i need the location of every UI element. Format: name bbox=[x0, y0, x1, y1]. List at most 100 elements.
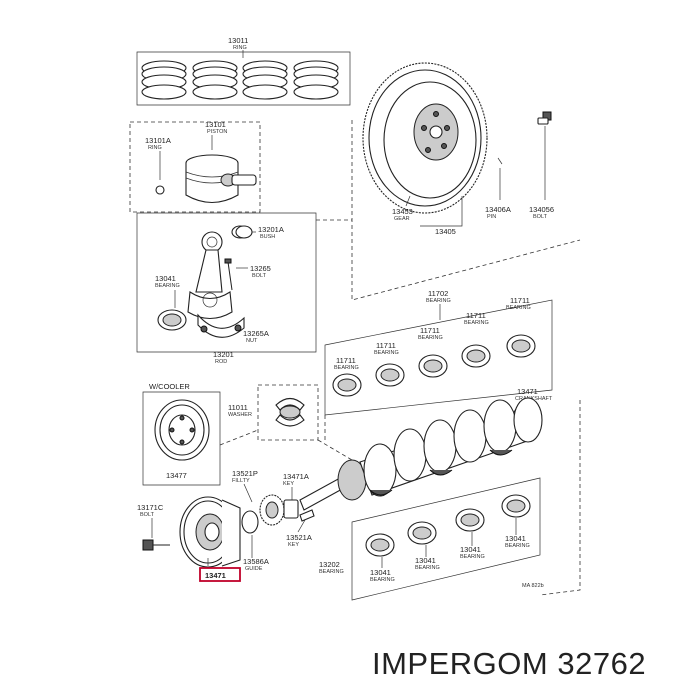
lower-bearing-1-name: BEARING bbox=[319, 569, 344, 575]
bearing-shell-icon bbox=[332, 334, 536, 397]
rod-body bbox=[187, 231, 233, 320]
flywheel-bolt-icon bbox=[537, 111, 552, 125]
washer-name: WASHER bbox=[228, 412, 252, 418]
ring-set-group: 13011 RING bbox=[136, 36, 351, 106]
product-caption: IMPERGOM 32762 bbox=[372, 646, 692, 686]
crankshaft-group: 13471 CRANKSHAFT bbox=[299, 387, 553, 511]
pulley-bolt-name: BOLT bbox=[140, 512, 155, 518]
pin-name: PIN bbox=[487, 214, 496, 220]
rod-number: 13201 bbox=[213, 350, 234, 359]
piston-pin-clip bbox=[155, 185, 165, 195]
thrust-washer-icon bbox=[275, 397, 305, 427]
guide-number: 13586A bbox=[243, 557, 269, 566]
piston-name: PISTON bbox=[207, 129, 227, 135]
upper-bearing-4-number: 11711 bbox=[420, 326, 440, 335]
bush-number: 13201A bbox=[258, 225, 284, 234]
rod-bearing-name: BEARING bbox=[155, 283, 180, 289]
upper-bearing-5-name: BEARING bbox=[374, 350, 399, 356]
crank-pulley-icon bbox=[179, 496, 241, 568]
ring-a-name: RING bbox=[148, 145, 162, 151]
cooler-pulley-number: 13477 bbox=[166, 471, 187, 480]
upper-bearing-1-name: BEARING bbox=[426, 298, 451, 304]
upper-bearing-6-name: BEARING bbox=[334, 365, 359, 371]
rod-bolt-name: BOLT bbox=[252, 273, 267, 279]
upper-bearing-2-number: 11711 bbox=[510, 296, 530, 305]
rod-nut-name: NUT bbox=[246, 338, 258, 344]
piston-ring-3 bbox=[242, 60, 288, 100]
piston-number: 13101 bbox=[205, 120, 226, 129]
flywheel-group: 13453 GEAR 13405 13406A PIN 134056 BOLT bbox=[351, 62, 581, 301]
lower-bearing-4-number: 13041 bbox=[460, 545, 481, 554]
key-number: 13471A bbox=[283, 472, 309, 481]
upper-bearing-5-number: 11711 bbox=[376, 341, 396, 350]
upper-bearing-2-name: BEARING bbox=[506, 305, 531, 311]
guide-name: GUIDE bbox=[245, 566, 263, 572]
rod-bearing-icon bbox=[157, 309, 187, 331]
washer-number: 11011 bbox=[228, 403, 248, 412]
part-number: 32762 bbox=[557, 646, 647, 681]
lower-bearing-shell-icon bbox=[365, 494, 531, 557]
lower-bearing-1-number: 13202 bbox=[319, 560, 340, 569]
guide-ring-icon bbox=[241, 510, 259, 534]
upper-bearing-3-name: BEARING bbox=[464, 320, 489, 326]
ring-set-name: RING bbox=[233, 45, 247, 51]
diagram-code: MA 822b bbox=[522, 583, 544, 589]
ring-set-number: 13011 bbox=[228, 36, 248, 45]
crankshaft-number: 13471 bbox=[517, 387, 538, 396]
rod-bolt-number: 13265 bbox=[250, 264, 271, 273]
woodruff-key-icon bbox=[299, 509, 315, 522]
bush-name: BUSH bbox=[260, 234, 275, 240]
piston-ring-4 bbox=[293, 60, 339, 100]
ring-a-number: 13101A bbox=[145, 136, 171, 145]
piston-ring-1 bbox=[141, 60, 187, 100]
upper-bearing-3-number: 11711 bbox=[466, 311, 486, 320]
pulley-number-highlight bbox=[199, 567, 241, 582]
pulley-bolt-number: 13171C bbox=[137, 503, 164, 512]
rod-nut-number: 13265A bbox=[243, 329, 269, 338]
crankshaft-icon bbox=[299, 397, 543, 511]
key-a-name: KEY bbox=[288, 542, 299, 548]
brand-name: IMPERGOM bbox=[372, 646, 549, 681]
flywheel-bolt-number: 134056 bbox=[529, 205, 554, 214]
flywheel-number: 13405 bbox=[435, 227, 456, 236]
pulley-bolt-icon bbox=[142, 539, 170, 551]
upper-bearing-1-number: 11702 bbox=[428, 289, 448, 298]
key-name: KEY bbox=[283, 481, 294, 487]
cooler-pulley-icon bbox=[154, 399, 210, 461]
pulley-filter-number: 13521P bbox=[232, 469, 258, 478]
gear-name: GEAR bbox=[394, 216, 410, 222]
pulley-number: 13471 bbox=[205, 571, 226, 580]
assembly-leader-lines bbox=[219, 219, 353, 461]
gear-number: 13453 bbox=[392, 207, 413, 216]
piston-body bbox=[185, 154, 257, 204]
upper-bearing-6-number: 11711 bbox=[336, 356, 356, 365]
front-pulley-group: 13521P FILLTY 13471A KEY 13171C BOLT 13 bbox=[137, 469, 315, 582]
lower-bearing-3-name: BEARING bbox=[415, 565, 440, 571]
rod-bolt-icon bbox=[224, 258, 233, 291]
connecting-rod-group: 13201A BUSH 13265 BOLT 13041 BEARING 132… bbox=[136, 212, 317, 365]
lower-bearing-5-number: 13041 bbox=[505, 534, 526, 543]
washer-group: 11011 WASHER bbox=[228, 384, 319, 441]
crankshaft-name: CRANKSHAFT bbox=[515, 396, 553, 402]
bush-icon bbox=[231, 225, 253, 239]
piston-group: 13101 PISTON 13101A RING bbox=[129, 120, 261, 213]
rod-name: ROD bbox=[215, 359, 227, 365]
lower-bearing-5-name: BEARING bbox=[505, 543, 530, 549]
lower-bearing-2-number: 13041 bbox=[370, 568, 391, 577]
lower-bearings-group: 13202 BEARING 13041 BEARING 13041 BEARIN… bbox=[319, 400, 581, 601]
pin-icon bbox=[497, 157, 503, 165]
pin-number: 13406A bbox=[485, 205, 511, 214]
lower-bearing-2-name: BEARING bbox=[370, 577, 395, 583]
key-a-number: 13521A bbox=[286, 533, 312, 542]
lower-bearing-3-number: 13041 bbox=[415, 556, 436, 565]
flywheel-icon bbox=[362, 62, 488, 214]
rod-cap-icon bbox=[197, 313, 245, 338]
piston-ring-2 bbox=[192, 60, 238, 100]
cooler-group-title: W/COOLER bbox=[149, 382, 190, 391]
flywheel-bolt-name: BOLT bbox=[533, 214, 548, 220]
lower-bearing-4-name: BEARING bbox=[460, 554, 485, 560]
rod-bearing-number: 13041 bbox=[155, 274, 176, 283]
timing-gear-icon bbox=[259, 494, 299, 526]
cooler-pulley-group: W/COOLER 13477 bbox=[142, 382, 221, 486]
